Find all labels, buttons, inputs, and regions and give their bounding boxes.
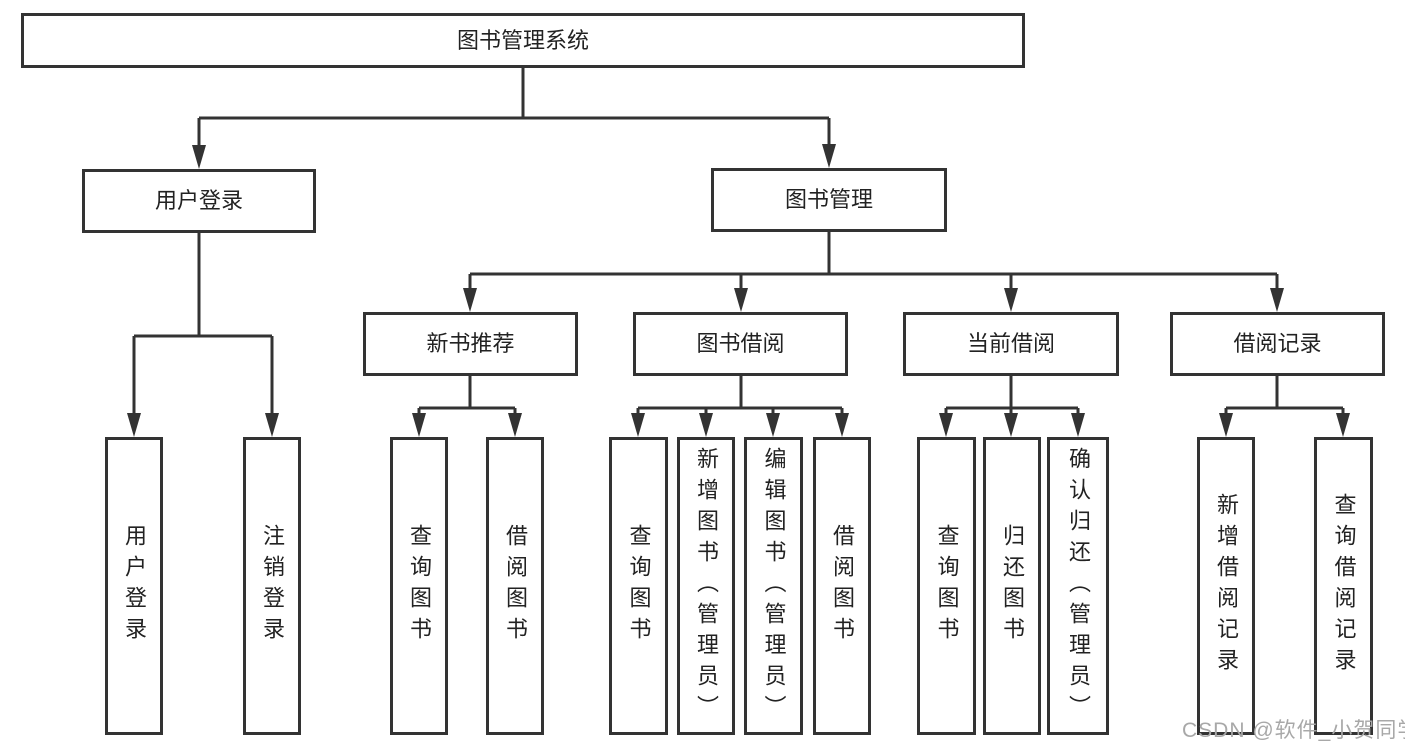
node-label: 图书借阅 bbox=[696, 331, 785, 356]
node-label: 确认归还（管理员） bbox=[1066, 446, 1091, 726]
node-book-borrowing: 图书借阅 bbox=[633, 312, 848, 376]
node-label: 查询图书 bbox=[407, 524, 432, 648]
node-label: 归还图书 bbox=[1000, 524, 1025, 648]
node-borrowing-records: 借阅记录 bbox=[1170, 312, 1385, 376]
leaf-add-borrow-record: 新增借阅记录 bbox=[1197, 437, 1255, 735]
node-user-login-branch: 用户登录 bbox=[82, 169, 316, 233]
leaf-query-books-current: 查询图书 bbox=[917, 437, 976, 735]
node-label: 新增借阅记录 bbox=[1214, 493, 1239, 679]
node-new-book-recommendation: 新书推荐 bbox=[363, 312, 578, 376]
leaf-return-books: 归还图书 bbox=[983, 437, 1041, 735]
node-current-borrowing: 当前借阅 bbox=[903, 312, 1119, 376]
node-label: 图书管理系统 bbox=[456, 27, 589, 53]
leaf-logout: 注销登录 bbox=[243, 437, 301, 735]
node-label: 新书推荐 bbox=[426, 331, 515, 356]
leaf-query-books-recommend: 查询图书 bbox=[390, 437, 448, 735]
node-label: 借阅图书 bbox=[503, 524, 528, 648]
node-label: 编辑图书（管理员） bbox=[761, 446, 787, 726]
node-label: 注销登录 bbox=[260, 524, 285, 648]
leaf-user-login: 用户登录 bbox=[105, 437, 163, 735]
leaf-borrow-books: 借阅图书 bbox=[813, 437, 871, 735]
node-label: 新增图书（管理员） bbox=[694, 446, 719, 726]
node-book-management-branch: 图书管理 bbox=[711, 168, 947, 232]
leaf-add-books-admin: 新增图书（管理员） bbox=[677, 437, 735, 735]
arrowheads bbox=[127, 144, 1350, 437]
node-label: 用户登录 bbox=[122, 524, 147, 648]
node-label: 查询图书 bbox=[626, 524, 652, 648]
leaf-query-borrow-record: 查询借阅记录 bbox=[1314, 437, 1373, 735]
leaf-edit-books-admin: 编辑图书（管理员） bbox=[744, 437, 803, 735]
leaf-borrow-books-recommend: 借阅图书 bbox=[486, 437, 544, 735]
node-label: 查询图书 bbox=[934, 524, 960, 648]
node-label: 借阅记录 bbox=[1233, 331, 1322, 356]
node-label: 当前借阅 bbox=[966, 331, 1055, 356]
node-label: 图书管理 bbox=[784, 187, 873, 212]
node-label: 借阅图书 bbox=[830, 524, 855, 648]
node-label: 用户登录 bbox=[154, 188, 243, 213]
leaf-confirm-return-admin: 确认归还（管理员） bbox=[1047, 437, 1109, 735]
leaf-query-books-borrowing: 查询图书 bbox=[609, 437, 668, 735]
node-label: 查询借阅记录 bbox=[1331, 493, 1357, 679]
csdn-watermark: CSDN @软件_小贺同学 bbox=[1182, 719, 1405, 742]
node-system-root: 图书管理系统 bbox=[21, 13, 1025, 68]
